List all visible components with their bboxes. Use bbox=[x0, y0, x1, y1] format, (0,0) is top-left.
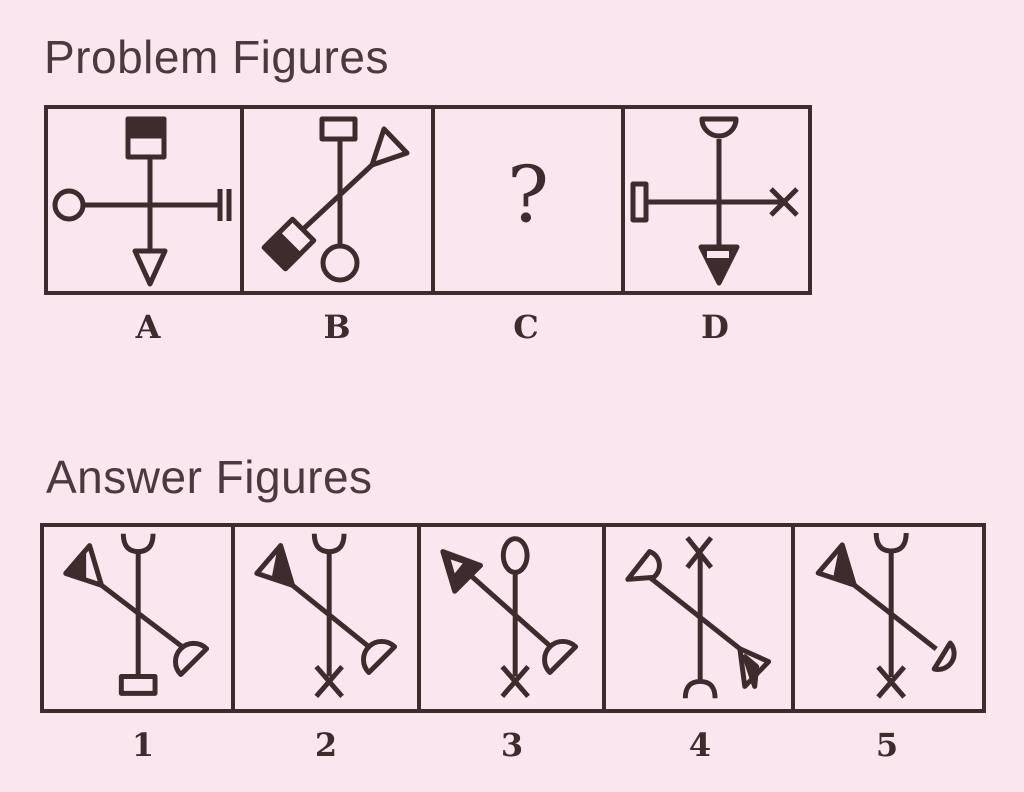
label-d: D bbox=[701, 308, 729, 346]
triangle-icon bbox=[132, 248, 168, 287]
square-filled-half bbox=[125, 116, 167, 139]
label-a: A bbox=[135, 308, 161, 346]
label-2: 2 bbox=[314, 726, 338, 764]
answer-figure-3[interactable] bbox=[421, 527, 607, 709]
diagonal-stem bbox=[291, 583, 381, 657]
triangle-filled-part bbox=[742, 654, 760, 689]
answer-figure-1[interactable] bbox=[44, 527, 236, 709]
half-disk-icon bbox=[931, 640, 957, 672]
circle-icon bbox=[320, 243, 360, 283]
half-disk-icon bbox=[361, 638, 398, 676]
arrow-triangle-icon bbox=[440, 549, 483, 594]
problem-figures-row: ? bbox=[44, 105, 812, 295]
diagonal-stem bbox=[100, 583, 195, 657]
answer-figure-2[interactable] bbox=[235, 527, 421, 709]
label-4: 4 bbox=[688, 726, 712, 764]
cross-icon bbox=[500, 664, 530, 698]
triangle-filled-part bbox=[272, 543, 296, 588]
half-filled-square-icon bbox=[261, 216, 317, 272]
triangle-filled-part bbox=[63, 550, 87, 582]
half-disk-icon bbox=[173, 640, 210, 677]
diagonal-stem bbox=[648, 575, 742, 651]
problem-figure-c[interactable]: ? bbox=[435, 109, 625, 291]
cross-icon bbox=[314, 664, 345, 698]
problem-figure-b[interactable] bbox=[244, 109, 435, 291]
figure-2-drawing bbox=[254, 533, 398, 698]
diagonal-stem bbox=[297, 163, 374, 235]
triangle-icon bbox=[369, 126, 410, 168]
label-c: C bbox=[513, 308, 539, 346]
cross-icon bbox=[769, 187, 799, 217]
figure-d-drawing bbox=[630, 116, 799, 286]
rectangle-icon bbox=[319, 116, 358, 142]
problem-figure-d[interactable] bbox=[625, 109, 808, 291]
cup-icon bbox=[873, 532, 909, 554]
half-disk-icon bbox=[541, 638, 578, 676]
answer-figures-heading: Answer Figures bbox=[46, 451, 373, 503]
cross-icon bbox=[875, 665, 906, 699]
circle-icon bbox=[52, 188, 86, 222]
answer-figure-4[interactable] bbox=[606, 527, 795, 709]
figure-a-drawing bbox=[52, 116, 232, 287]
label-1: 1 bbox=[131, 726, 155, 764]
triangle-filled-part bbox=[833, 542, 857, 588]
figure-5-drawing bbox=[815, 532, 957, 699]
circle-icon bbox=[500, 536, 530, 575]
problem-figures-heading: Problem Figures bbox=[44, 31, 389, 83]
rectangle-icon bbox=[118, 674, 158, 696]
triangle-hollow-part bbox=[450, 559, 463, 574]
diagonal-stem bbox=[852, 583, 938, 651]
rectangle-icon bbox=[630, 181, 649, 223]
answer-figures-row bbox=[40, 523, 986, 713]
semicircle-icon bbox=[699, 116, 739, 139]
figure-1-drawing bbox=[63, 533, 210, 696]
cup-icon bbox=[312, 533, 347, 555]
triangle-hollow-band bbox=[707, 251, 729, 258]
answer-figure-5[interactable] bbox=[795, 527, 982, 709]
label-3: 3 bbox=[500, 726, 524, 764]
label-5: 5 bbox=[875, 726, 899, 764]
inverted-cup-icon bbox=[683, 678, 718, 699]
diagonal-stem bbox=[468, 573, 562, 657]
figure-3-drawing bbox=[440, 536, 578, 698]
figure-b-drawing bbox=[261, 116, 410, 283]
figure-4-drawing bbox=[625, 536, 772, 699]
half-disk-icon bbox=[625, 549, 663, 582]
missing-figure-question-mark: ? bbox=[507, 150, 549, 241]
cup-icon bbox=[120, 533, 156, 555]
label-b: B bbox=[323, 308, 351, 346]
problem-figure-a[interactable] bbox=[48, 109, 244, 291]
